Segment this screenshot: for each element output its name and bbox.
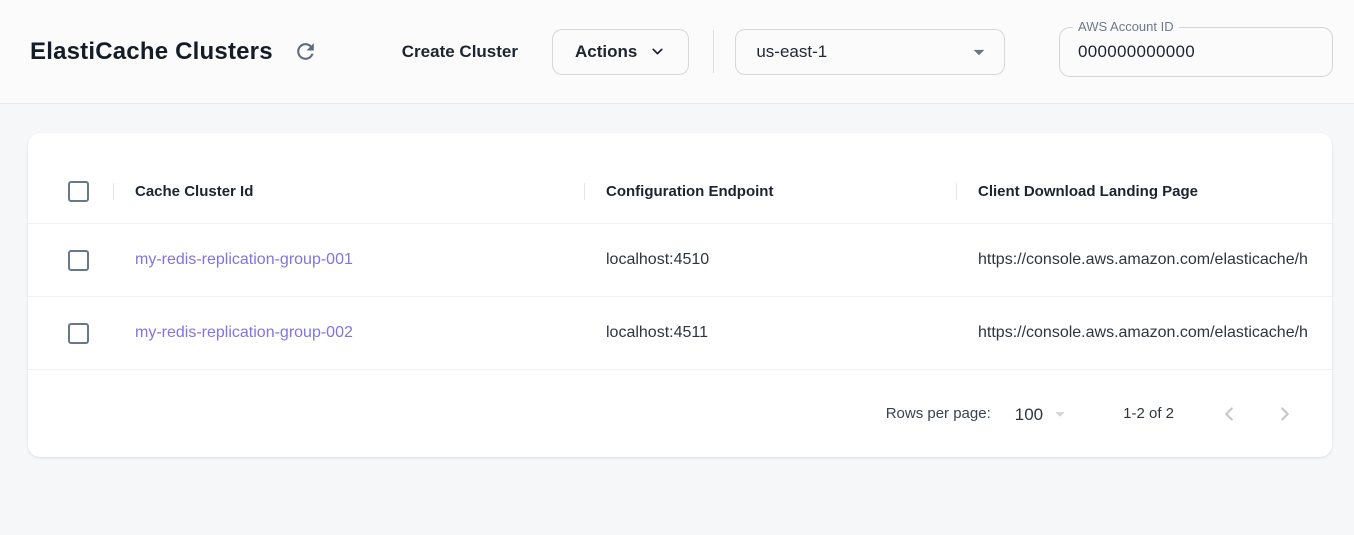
- page-title: ElastiCache Clusters: [30, 37, 273, 65]
- previous-page-button[interactable]: [1212, 397, 1246, 431]
- column-header-cache-cluster-id[interactable]: Cache Cluster Id: [113, 183, 584, 200]
- chevron-down-icon: [649, 43, 666, 60]
- clusters-table-card: Cache Cluster Id Configuration Endpoint …: [28, 133, 1332, 457]
- region-select[interactable]: us-east-1: [735, 28, 1006, 75]
- table-footer: Rows per page: 100 1-2 of 2: [28, 370, 1332, 457]
- aws-account-id-label: AWS Account ID: [1073, 18, 1179, 34]
- table-row: my-redis-replication-group-002 localhost…: [28, 297, 1332, 370]
- rows-per-page-label: Rows per page:: [885, 405, 991, 422]
- rows-per-page-select[interactable]: 100: [1015, 403, 1071, 425]
- configuration-endpoint-cell: localhost:4510: [606, 251, 710, 268]
- next-page-button[interactable]: [1268, 397, 1302, 431]
- row-checkbox-cell: [28, 322, 113, 344]
- table-header-checkbox-cell: [28, 181, 113, 202]
- row-checkbox-cell: [28, 249, 113, 271]
- column-header-client-download-landing-page[interactable]: Client Download Landing Page: [956, 183, 1332, 200]
- client-download-landing-page-cell: https://console.aws.amazon.com/elasticac…: [978, 324, 1308, 341]
- actions-button[interactable]: Actions: [552, 28, 690, 75]
- cluster-link[interactable]: my-redis-replication-group-002: [135, 324, 353, 341]
- cluster-link[interactable]: my-redis-replication-group-001: [135, 251, 353, 268]
- arrow-dropdown-icon: [966, 39, 992, 65]
- table-row: my-redis-replication-group-001 localhost…: [28, 224, 1332, 297]
- refresh-icon: [293, 39, 318, 64]
- row-checkbox[interactable]: [68, 322, 89, 344]
- refresh-button[interactable]: [289, 35, 322, 68]
- rows-per-page-value: 100: [1014, 404, 1044, 424]
- page-content: Cache Cluster Id Configuration Endpoint …: [0, 104, 1354, 457]
- table-header-row: Cache Cluster Id Configuration Endpoint …: [28, 160, 1332, 224]
- pagination-range: 1-2 of 2: [1123, 405, 1174, 422]
- row-checkbox[interactable]: [68, 249, 89, 271]
- arrow-dropdown-icon: [1049, 403, 1071, 425]
- select-all-checkbox[interactable]: [68, 181, 89, 202]
- toolbar: ElastiCache Clusters Create Cluster Acti…: [0, 0, 1354, 104]
- chevron-left-icon: [1218, 403, 1240, 425]
- aws-account-id-input[interactable]: [1060, 27, 1332, 76]
- toolbar-divider: [713, 30, 715, 73]
- client-download-landing-page-cell: https://console.aws.amazon.com/elasticac…: [978, 251, 1308, 268]
- actions-button-label: Actions: [575, 41, 638, 61]
- aws-account-id-field: AWS Account ID: [1059, 18, 1333, 77]
- chevron-right-icon: [1274, 403, 1296, 425]
- create-cluster-button[interactable]: Create Cluster: [400, 34, 520, 70]
- configuration-endpoint-cell: localhost:4511: [606, 324, 708, 341]
- region-select-value: us-east-1: [756, 41, 828, 61]
- column-header-configuration-endpoint[interactable]: Configuration Endpoint: [584, 183, 956, 200]
